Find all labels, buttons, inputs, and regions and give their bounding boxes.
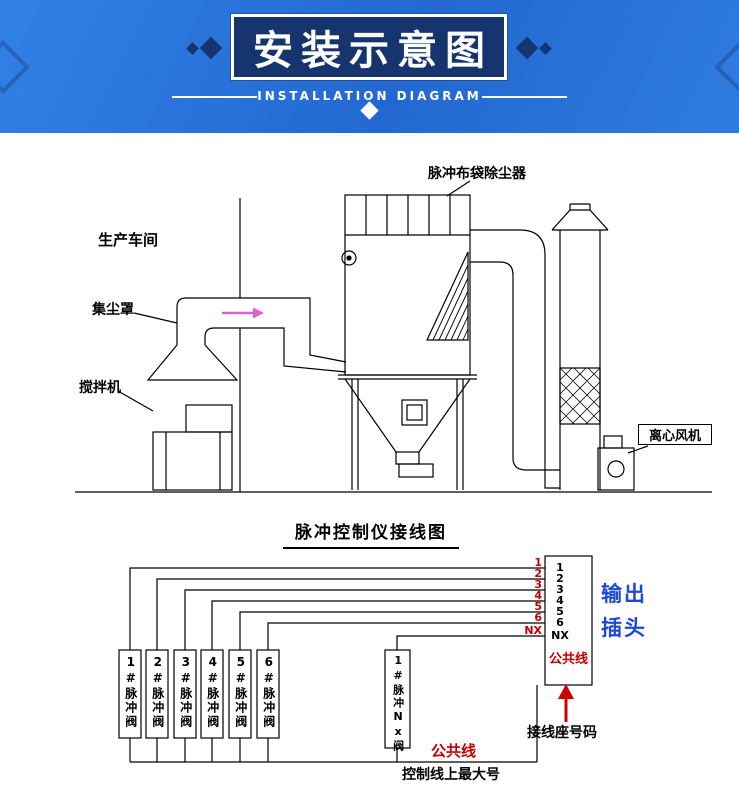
- common-line-label: 公共线: [431, 742, 477, 760]
- wire-channel-number: 6: [534, 611, 542, 624]
- terminal-pointer-arrow-icon: [558, 684, 574, 722]
- wire-channel-number: 4: [534, 589, 542, 602]
- label-collector: 脉冲布袋除尘器: [428, 166, 526, 182]
- terminal-channel-number: 5: [556, 605, 564, 618]
- terminal-channel-number: NX: [551, 629, 569, 642]
- output-plug-label: 输出: [601, 582, 647, 606]
- subtitle-line-right: [482, 96, 567, 98]
- max-number-note: 控制线上最大号: [402, 767, 500, 783]
- valve-label: 2#脉冲阀: [150, 655, 165, 729]
- banner: 安装示意图 INSTALLATION DIAGRAM: [0, 0, 739, 133]
- output-plug-label: 插头: [601, 616, 647, 640]
- terminal-common-label: 公共线: [548, 652, 588, 667]
- label-dust-hood: 集尘罩: [92, 302, 134, 318]
- wire-channel-number: 3: [534, 578, 542, 591]
- subtitle-line-left: [172, 96, 257, 98]
- valve-label: 1#脉冲阀: [123, 655, 138, 729]
- page-subtitle: INSTALLATION DIAGRAM: [257, 89, 482, 103]
- terminal-number-note: 接线座号码: [527, 725, 597, 741]
- label-workshop: 生产车间: [98, 231, 159, 249]
- label-mixer: 搅拌机: [79, 380, 121, 396]
- valve-label: 4#脉冲阀: [205, 655, 220, 729]
- fan-label-box: 离心风机: [638, 424, 712, 445]
- valve-label: 3#脉冲阀: [178, 655, 193, 729]
- wiring-title: 脉冲控制仪接线图: [283, 518, 459, 549]
- terminal-channel-number: 3: [556, 583, 564, 596]
- page-title: 安装示意图: [253, 28, 493, 74]
- nx-valve-label: 1#脉冲Nx阀: [391, 654, 405, 753]
- page-title-box: 安装示意图: [231, 14, 507, 80]
- terminal-channel-number: 1: [556, 561, 564, 574]
- wiring-drawing: [118, 555, 593, 763]
- installation-drawing: [75, 180, 712, 493]
- terminal-channel-number: 2: [556, 572, 564, 585]
- wire-channel-number: NX: [524, 624, 542, 637]
- wire-channel-number: 5: [534, 600, 542, 613]
- valve-label: 5#脉冲阀: [233, 655, 248, 729]
- valve-label: 6#脉冲阀: [261, 655, 276, 729]
- terminal-channel-number: 6: [556, 616, 564, 629]
- flow-arrow-icon: [222, 307, 264, 319]
- label-fan: 离心风机: [648, 429, 701, 444]
- wire-channel-number: 2: [534, 567, 542, 580]
- wire-channel-number: 1: [534, 556, 542, 569]
- terminal-channel-number: 4: [556, 594, 564, 607]
